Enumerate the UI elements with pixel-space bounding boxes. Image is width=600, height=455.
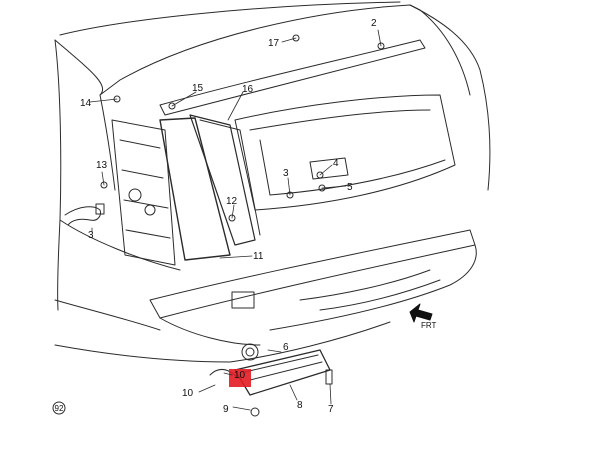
diagram-code-text: 92 bbox=[55, 404, 64, 413]
callout-16: 16 bbox=[242, 84, 254, 95]
wiring-harness-left bbox=[64, 203, 105, 226]
callout-7: 7 bbox=[328, 404, 334, 415]
leader-lines bbox=[89, 29, 382, 411]
callout-2: 2 bbox=[371, 18, 377, 29]
lamp-lens-trim bbox=[159, 114, 261, 261]
highlight-marker bbox=[229, 369, 251, 387]
vehicle-body-outline bbox=[54, 1, 491, 363]
callout-14: 14 bbox=[80, 98, 92, 109]
callout-10b: 10 bbox=[234, 370, 246, 381]
callout-17: 17 bbox=[268, 38, 280, 49]
callout-3b: 3 bbox=[88, 230, 94, 241]
callout-11: 11 bbox=[253, 251, 264, 262]
left-tail-lamp-assembly bbox=[111, 119, 176, 266]
callout-13: 13 bbox=[96, 160, 108, 171]
front-direction-arrow-icon bbox=[409, 303, 433, 323]
callout-6: 6 bbox=[283, 342, 289, 353]
callout-9: 9 bbox=[223, 404, 229, 415]
callout-3a: 3 bbox=[283, 168, 289, 179]
fasteners bbox=[100, 34, 385, 222]
callout-5: 5 bbox=[347, 182, 353, 193]
front-arrow-label: FRT bbox=[421, 321, 437, 330]
callout-15: 15 bbox=[192, 83, 204, 94]
callout-8: 8 bbox=[297, 400, 303, 411]
callout-4: 4 bbox=[333, 158, 339, 169]
callout-12: 12 bbox=[226, 196, 238, 207]
diagram-code-badge bbox=[52, 401, 66, 415]
callout-10a: 10 bbox=[182, 388, 194, 399]
